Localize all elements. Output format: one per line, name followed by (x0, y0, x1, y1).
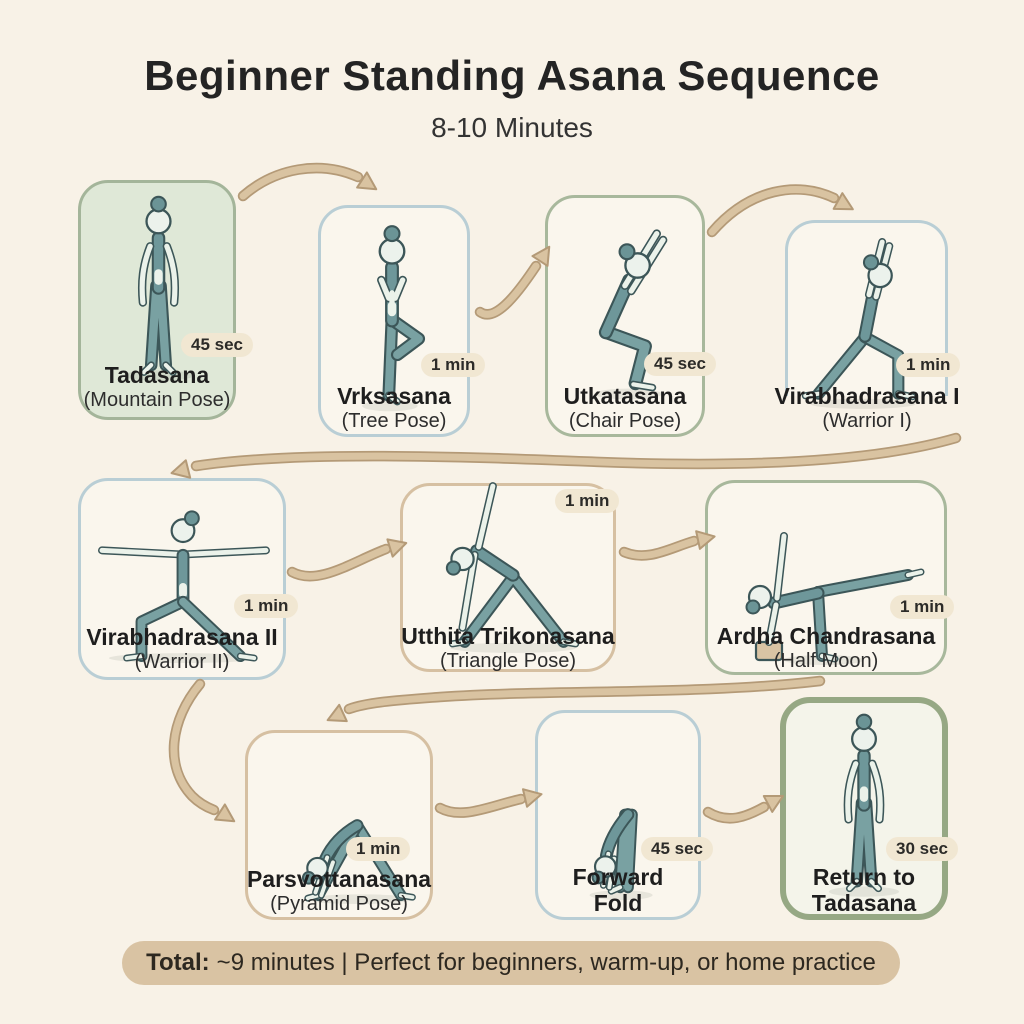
duration-badge: 1 min (421, 353, 486, 377)
pose-name: Virabhadrasana II (86, 624, 278, 650)
pose-name: Ardha Chandrasana (716, 623, 936, 649)
warrior-one-pose-illustration (801, 238, 917, 409)
forward-fold-pose-illustration (589, 808, 653, 901)
pose-english-name: (Warrior II) (134, 650, 230, 673)
page-title: Beginner Standing Asana Sequence (144, 52, 880, 99)
arrow-trikonasana-to-ardha-chandrasana (618, 530, 716, 561)
pose-label-utkatasana: Utkatasana (Chair Pose) (545, 383, 705, 432)
duration-badge: 1 min (346, 837, 411, 861)
pose-english-name: (Pyramid Pose) (270, 892, 408, 915)
chair-pose-illustration (594, 229, 668, 400)
pose-name: Return to Tadasana (811, 864, 917, 916)
pose-name: Vrksasana (337, 383, 451, 409)
arrow-forward-fold-to-return (702, 795, 785, 824)
half-moon-pose-illustration (745, 532, 925, 665)
mountain-pose-illustration (123, 195, 194, 381)
duration-badge: 1 min (890, 595, 955, 619)
pose-name: Tadasana (104, 362, 210, 388)
duration-badge: 1 min (555, 489, 620, 513)
arrow-warrior2-down-to-parsvottanasana (168, 678, 236, 823)
duration-badge: 1 min (234, 594, 299, 618)
summary-text: ~9 minutes | Perfect for beginners, warm… (216, 949, 876, 976)
tree-pose-illustration (362, 225, 426, 412)
pose-english-name: (Triangle Pose) (440, 649, 576, 672)
pose-english-name: (Half Moon) (773, 649, 879, 672)
duration-badge: 45 sec (181, 333, 253, 357)
page-subtitle: 8-10 Minutes (431, 112, 593, 143)
pose-label-tadasana: Tadasana (Mountain Pose) (78, 362, 236, 411)
pose-name: Parsvottanasana (246, 866, 432, 892)
pose-name: Utthita Trikonasana (401, 623, 615, 649)
pose-english-name: (Mountain Pose) (83, 388, 231, 411)
duration-badge: 45 sec (641, 837, 713, 861)
pose-english-name: (Warrior I) (822, 409, 912, 432)
duration-badge: 45 sec (644, 352, 716, 376)
pose-name: Virabhadrasana I (774, 383, 960, 409)
pose-name: Utkatasana (563, 383, 687, 409)
pose-label-forward-fold: Forward Fold (535, 864, 701, 917)
pose-label-virabhadrasana-2: Virabhadrasana II (Warrior II) (78, 624, 286, 673)
pose-english-name: (Tree Pose) (341, 409, 447, 432)
pose-label-parsvottanasana: Parsvottanasana (Pyramid Pose) (238, 866, 440, 915)
arrow-parsvottanasana-to-forward-fold (434, 788, 543, 818)
duration-badge: 30 sec (886, 837, 958, 861)
pose-card-utkatasana (545, 195, 705, 437)
pose-label-vrksasana: Vrksasana (Tree Pose) (318, 383, 470, 432)
triangle-pose-illustration (445, 482, 580, 653)
pose-label-utthita-trikonasana: Utthita Trikonasana (Triangle Pose) (393, 623, 623, 672)
pose-label-return-tadasana: Return to Tadasana (780, 864, 948, 917)
warrior-two-pose-illustration (98, 510, 270, 664)
arrow-warrior2-to-trikonasana (286, 538, 408, 582)
summary-banner: Total: ~9 minutes | Perfect for beginner… (122, 941, 900, 985)
pose-english-name: (Chair Pose) (568, 409, 682, 432)
return-mountain-pose-illustration (828, 713, 900, 897)
summary-total-label: Total: (146, 949, 210, 976)
duration-badge: 1 min (896, 353, 961, 377)
pose-name: Forward Fold (572, 864, 664, 916)
pose-card-parsvottanasana (245, 730, 433, 920)
pose-label-ardha-chandrasana: Ardha Chandrasana (Half Moon) (705, 623, 947, 672)
pose-label-virabhadrasana-1: Virabhadrasana I (Warrior I) (772, 383, 962, 432)
arrow-tadasana-to-vrksasana (237, 162, 378, 202)
